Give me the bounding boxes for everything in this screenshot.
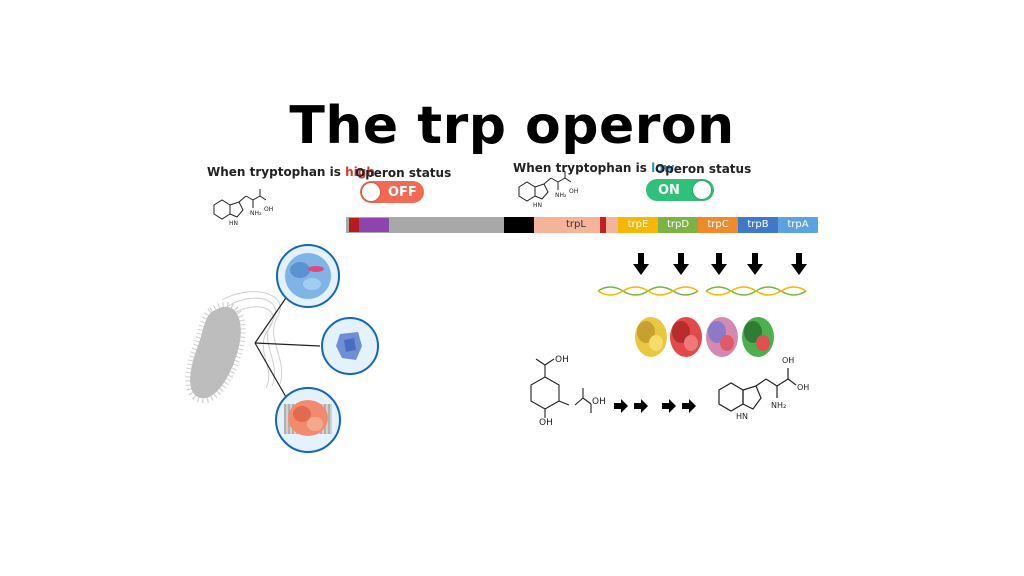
gene-label-trpb: trpB bbox=[747, 219, 769, 230]
trpl-segment bbox=[534, 217, 618, 233]
enzyme-trpd-icon bbox=[670, 317, 702, 357]
operator-region bbox=[359, 218, 389, 232]
high-tryptophan-label: When tryptophan is high bbox=[207, 165, 375, 179]
chorismate-oh-top: OH bbox=[555, 355, 569, 365]
down-arrow-icon bbox=[673, 253, 689, 275]
down-arrow-icon bbox=[711, 253, 727, 275]
hn-label: HN bbox=[533, 202, 542, 209]
connector-lines bbox=[254, 291, 321, 405]
bacterium-cell bbox=[185, 291, 283, 404]
flagella bbox=[221, 291, 283, 389]
low-tryptophan-label: When tryptophan is low bbox=[513, 161, 675, 175]
product-oh-right: OH bbox=[797, 383, 809, 392]
trpd-segment bbox=[658, 217, 698, 233]
right-arrow-icon bbox=[682, 399, 696, 413]
product-hn-label: HN bbox=[736, 412, 748, 421]
low-operon-status-label: Operon status bbox=[655, 162, 752, 176]
product-oh-top: OH bbox=[782, 356, 794, 365]
down-arrow-icon bbox=[633, 253, 649, 275]
operon-bar bbox=[346, 217, 818, 233]
right-arrow-icon bbox=[614, 399, 628, 413]
repressor-site bbox=[504, 217, 534, 233]
gene-label-trpl: trpL bbox=[566, 219, 586, 230]
tryptophan-molecule-high bbox=[213, 189, 267, 220]
chorismate-oh-bottom: OH bbox=[539, 418, 553, 428]
gene-label-trpd: trpD bbox=[666, 219, 690, 230]
operon-off-toggle[interactable]: OFF bbox=[360, 181, 424, 203]
enzyme-trpe-icon bbox=[635, 317, 667, 357]
off-toggle-label: OFF bbox=[388, 185, 417, 200]
on-toggle-label: ON bbox=[658, 183, 680, 198]
operon-on-toggle[interactable]: ON bbox=[646, 179, 714, 201]
trpb-segment bbox=[738, 217, 778, 233]
right-arrow-icon bbox=[634, 399, 648, 413]
oh-label: OH bbox=[569, 188, 578, 195]
mrna-strands bbox=[597, 286, 807, 296]
chorismate-oh-right: OH bbox=[592, 397, 606, 407]
promoter-region bbox=[349, 218, 359, 232]
oh-label: OH bbox=[264, 206, 273, 213]
nh2-label: NH₂ bbox=[555, 192, 567, 199]
enzyme-structures bbox=[635, 317, 774, 357]
gene-label-trpe: trpE bbox=[627, 219, 649, 230]
trpe-segment bbox=[618, 217, 658, 233]
gene-label-trpa: trpA bbox=[787, 219, 809, 230]
gene-label-trpc: trpC bbox=[707, 219, 729, 230]
down-arrow-icon bbox=[791, 253, 807, 275]
nh2-label: NH₂ bbox=[250, 210, 262, 217]
enzyme-trpc-icon bbox=[706, 317, 738, 357]
product-nh2-label: NH₂ bbox=[771, 401, 786, 410]
hn-label: HN bbox=[229, 220, 238, 227]
attenuator-mark bbox=[600, 217, 606, 233]
toggle-knob bbox=[362, 183, 380, 201]
low-prefix: When tryptophan is bbox=[513, 161, 652, 175]
trpa-segment bbox=[778, 217, 818, 233]
right-arrow-icon bbox=[662, 399, 676, 413]
tryptophan-product-molecule bbox=[718, 368, 797, 412]
high-level-word: high bbox=[345, 165, 375, 179]
high-operon-status-label: Operon status bbox=[355, 166, 452, 180]
protein-circle-bottom bbox=[275, 387, 341, 453]
chorismate-molecule bbox=[530, 358, 592, 418]
tryptophan-molecule-low bbox=[518, 171, 572, 202]
page-title: The trp operon bbox=[289, 96, 735, 156]
protein-circle-middle bbox=[321, 317, 379, 375]
trpc-segment bbox=[698, 217, 738, 233]
enzyme-trpb-icon bbox=[742, 317, 774, 357]
low-level-word: low bbox=[651, 161, 675, 175]
toggle-knob bbox=[693, 181, 711, 199]
down-arrow-icon bbox=[747, 253, 763, 275]
high-prefix: When tryptophan is bbox=[207, 165, 346, 179]
protein-circle-top bbox=[276, 244, 340, 308]
